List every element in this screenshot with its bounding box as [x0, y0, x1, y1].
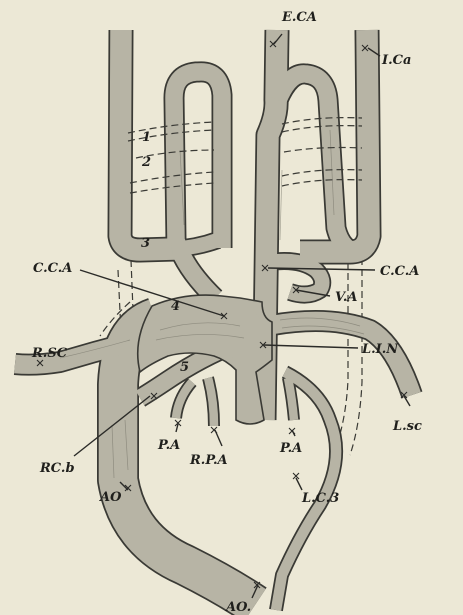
label-vertebral-artery: V.A: [335, 290, 357, 305]
label-right-pulmonary-artery: R.P.A: [189, 453, 228, 468]
arch-number-3: 3: [141, 236, 150, 251]
label-common-carotid-right: C.C.A: [33, 261, 72, 276]
label-external-carotid: E.CA: [281, 10, 317, 25]
label-left-innominate: L.I.N: [361, 342, 399, 357]
label-recurrent-branch: RC.b: [39, 461, 75, 476]
label-left-c3: L.C.3: [301, 491, 339, 506]
arch-number-2: 2: [141, 155, 151, 170]
arch-number-4: 4: [171, 299, 180, 314]
label-pulmonary-artery-right: P.A: [279, 441, 302, 456]
arch-number-5: 5: [180, 360, 189, 375]
label-internal-carotid: I.Ca: [381, 53, 411, 68]
label-common-carotid-left: C.C.A: [380, 264, 419, 279]
label-right-subclavian: R.SC: [31, 346, 68, 361]
label-left-subclavian: L.sc: [392, 419, 422, 434]
label-aorta-left: AO: [98, 490, 122, 505]
label-pulmonary-artery-left: P.A: [157, 438, 180, 453]
arch-number-1: 1: [142, 130, 151, 145]
label-aorta-bottom: AO.: [224, 600, 251, 615]
